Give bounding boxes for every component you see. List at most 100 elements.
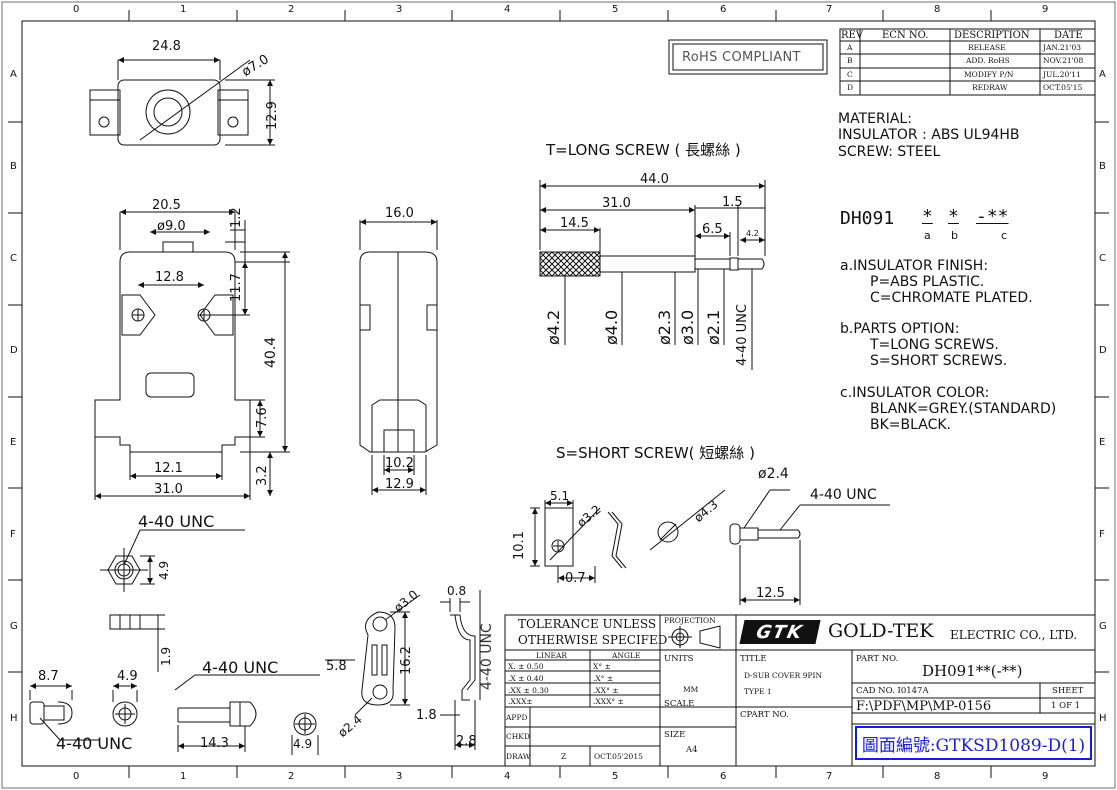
col-label: 7 [826,4,833,15]
part-code-b: * [948,206,959,227]
projection-label: PROJECTION [664,616,716,625]
col-label: 7 [826,771,833,782]
appd-label: APPD [506,713,528,722]
rev-cell: C [847,70,853,79]
description-header: DESCRIPTION [954,30,1030,41]
cad-label: CAD NO. I0147A [856,686,929,696]
units-value: MM [683,685,699,694]
tolerance-title: OTHERWISE SPECIFED [518,633,668,647]
front-view-dim: 12.8 [155,270,184,285]
side-view-dim: 10.2 [385,456,414,471]
col-label: 6 [720,771,727,782]
long-screw-diam: ø4.2 [544,309,563,345]
title-line: TYPE 1 [744,687,772,696]
long-screw-dim: 44.0 [640,172,669,187]
cpart-label: CPART NO. [740,710,789,720]
draw-date: OCT.05'2015 [594,752,643,761]
ecn-header: ECN NO. [882,30,929,41]
top-view-width: 24.8 [152,39,181,54]
row-label: D [10,345,18,356]
short-screw-dim: 5.1 [550,489,570,503]
tolerance-angle: .XXX° ± [593,697,624,706]
clip-dim: 5.8 [326,659,347,674]
tolerance-angle: .XX° ± [593,686,619,695]
date-cell: JUL.20'11 [1043,70,1081,79]
short-screw-dim: 12.5 [756,586,785,601]
option-b-title: b.PARTS OPTION: [840,321,960,337]
long-screw-dim: 1.5 [722,195,743,210]
partno-value: DH091**(-**) [922,662,1023,680]
screw-head-dim: 4.9 [293,737,313,751]
left-screw-dim: 4.9 [117,669,138,684]
date-cell: NOV.21'08 [1043,56,1084,65]
date-header: DATE [1054,30,1083,41]
option-c-2: BK=BLACK. [870,417,951,433]
col-label: 4 [504,771,511,782]
date-cell: OCT.05'15 [1043,83,1083,92]
rev-cell: D [847,83,854,92]
top-view-height: 12.9 [265,101,280,130]
option-b-2: S=SHORT SCREWS. [870,353,1008,369]
clip-dim: 2.8 [456,734,477,749]
col-label: 2 [288,771,295,782]
material-insulator: INSULATOR : ABS UL94HB [838,127,1020,143]
long-screw-dim: 4.2 [746,229,759,238]
row-label: A [10,69,17,80]
screw-thread: 4-40 UNC [202,658,279,677]
washer-dim: 1.9 [159,646,173,666]
front-view-dim: 3.2 [255,465,270,486]
option-c-title: c.INSULATOR COLOR: [840,385,990,401]
nut-thread: 4-40 UNC [138,512,215,531]
col-label: 1 [180,771,187,782]
col-label: 9 [1042,771,1049,782]
rohs-label: RoHS COMPLIANT [682,50,801,65]
front-view-dim: 1.2 [229,207,244,228]
gtk-logo: GTK [739,620,821,644]
col-label: 0 [73,4,80,15]
size-label: SIZE [664,730,686,740]
row-label: H [10,713,18,724]
short-screw-dim: ø2.4 [758,466,789,482]
tolerance-title: TOLERANCE UNLESS [518,617,657,631]
drawing-number: 圖面編號:GTKSD1089-D(1) [855,726,1092,760]
draw-label: DRAW [506,752,531,761]
tolerance-linear: .XX ± 0.30 [508,686,549,695]
linear-header: LINEAR [536,651,568,660]
option-a-2: C=CHROMATE PLATED. [870,290,1033,306]
screw-length: 14.3 [200,736,229,751]
part-code-a-label: a [924,229,931,242]
row-label: A [1099,69,1106,80]
front-view-dim: 12.1 [154,461,183,476]
front-view-dim: 7.6 [255,407,270,428]
row-label: D [1099,345,1107,356]
long-screw-title: T=LONG SCREW ( 長螺絲 ) [546,141,741,159]
title-line: D-SUB COVER 9PIN [744,671,823,680]
col-label: 4 [504,4,511,15]
long-screw-diam: ø4.0 [602,309,621,345]
col-label: 5 [612,771,619,782]
long-screw-diam: ø2.3 [655,309,674,345]
scale-label: SCALE [664,699,695,709]
short-screw-dim: 10.1 [512,531,527,560]
front-view-height: 40.4 [263,336,279,368]
row-label: C [1099,253,1106,264]
part-code-a: * [922,206,933,227]
material-screw: SCREW: STEEL [838,144,941,160]
tolerance-linear: .XXX± [508,697,533,706]
side-view-dim: 12.9 [385,477,414,492]
rev-cell: A [847,43,853,52]
col-label: 5 [612,4,619,15]
date-cell: JAN.21'03 [1043,43,1082,52]
part-code-b-label: b [951,229,958,242]
row-label: B [10,161,17,172]
col-label: 8 [934,4,941,15]
front-view-dim: 20.5 [152,198,181,213]
clip-thread: 4-40 UNC [479,623,495,690]
chkd-label: CHKD [506,732,530,741]
col-label: 1 [180,4,187,15]
clip-dim: 1.8 [416,708,437,723]
tolerance-angle: X° ± [593,662,611,671]
tolerance-angle: .X° ± [593,674,614,683]
